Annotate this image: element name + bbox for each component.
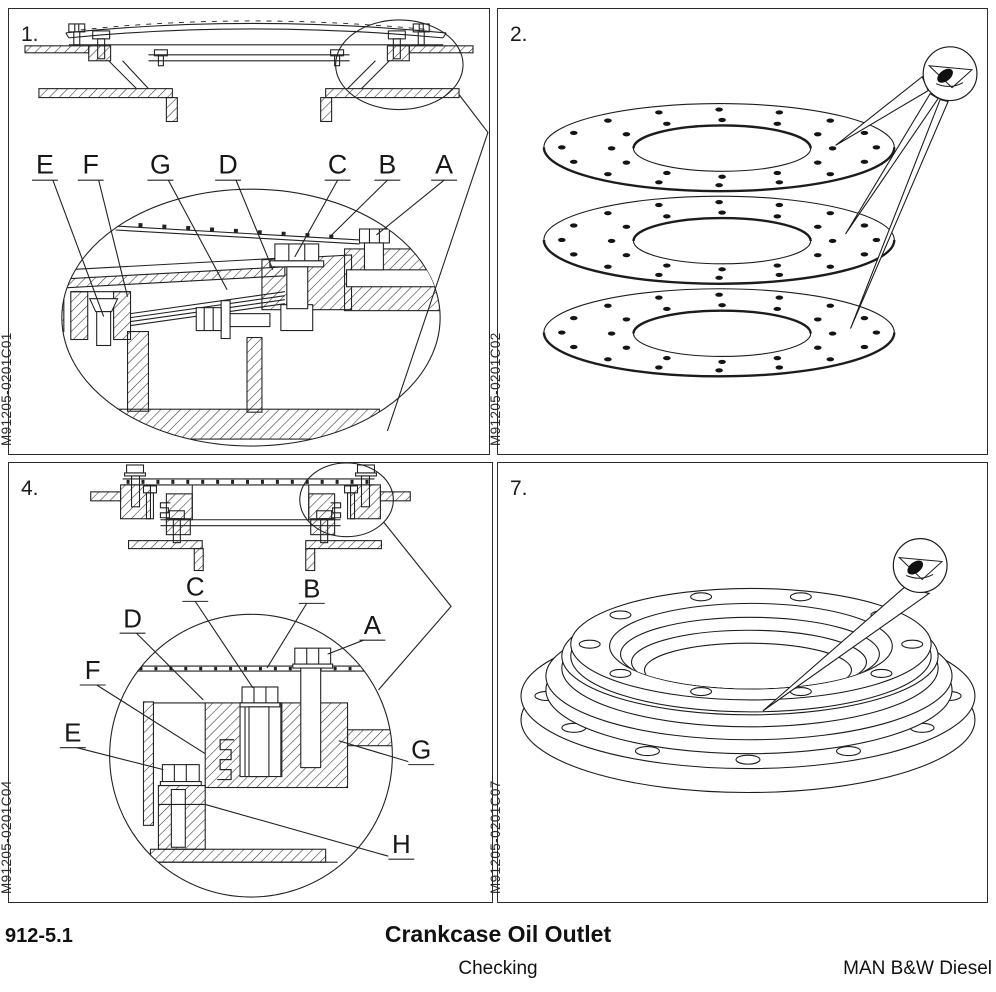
figure-code: M91205-0201C01 bbox=[0, 332, 14, 446]
cross-section-overview bbox=[24, 19, 489, 432]
gasket-top bbox=[542, 102, 896, 193]
gasket-middle bbox=[542, 194, 896, 285]
part-label: G bbox=[411, 737, 431, 765]
part-label: E bbox=[36, 149, 54, 179]
figure-code: M91205-0201C02 bbox=[488, 332, 503, 446]
detail-leader-line bbox=[386, 94, 489, 432]
panel-figure-1: E F G D C B A 1. M91205-0201C01 bbox=[0, 8, 490, 455]
document-number: 912-5.1 bbox=[5, 925, 73, 947]
sight-lines bbox=[835, 75, 949, 329]
page-title: Crankcase Oil Outlet bbox=[384, 921, 612, 947]
label-leader-lines bbox=[59, 600, 435, 860]
part-labels: E F G D C B A bbox=[36, 149, 453, 179]
part-label: E bbox=[64, 720, 81, 748]
part-label: B bbox=[378, 149, 396, 179]
part-label: G bbox=[150, 149, 171, 179]
gaskets-drawing bbox=[542, 46, 978, 378]
crankcase-cover-section-drawing: E F G D C B A bbox=[24, 19, 489, 447]
brand-name: MAN B&W Diesel bbox=[843, 958, 992, 979]
part-label: H bbox=[392, 831, 411, 859]
part-label: D bbox=[218, 149, 237, 179]
figure-code: M91205-0201C04 bbox=[0, 780, 14, 894]
detail-view-content bbox=[128, 647, 393, 863]
panel-figure-4: C B A D F E G H 4. M91205-0201C04 bbox=[0, 462, 493, 903]
cross-section-overview bbox=[90, 463, 452, 691]
figure-number: 7. bbox=[510, 477, 528, 500]
detail-leader-line bbox=[378, 521, 452, 691]
part-labels: C B A D F E G H bbox=[64, 573, 431, 859]
oil-outlet-section-drawing: C B A D F E G H bbox=[59, 463, 452, 898]
part-label: A bbox=[435, 149, 453, 179]
part-label: D bbox=[123, 605, 142, 633]
part-label: C bbox=[328, 149, 347, 179]
figure-code: M91205-0201C07 bbox=[488, 780, 503, 894]
part-label: A bbox=[364, 612, 382, 640]
panel-figure-7: 7. M91205-0201C07 bbox=[488, 462, 988, 903]
part-label: C bbox=[186, 573, 205, 601]
flange-stack-drawing bbox=[520, 538, 976, 794]
part-label: F bbox=[85, 657, 101, 685]
visual-check-eye-icon bbox=[922, 46, 978, 102]
part-label: B bbox=[303, 575, 320, 603]
figure-number: 1. bbox=[21, 23, 39, 46]
label-leader-lines bbox=[31, 179, 458, 317]
page-subtitle: Checking bbox=[458, 958, 538, 979]
part-label: F bbox=[83, 149, 99, 179]
figure-number: 4. bbox=[21, 477, 39, 500]
detail-callout-circle bbox=[335, 19, 464, 111]
detail-view-content bbox=[61, 223, 441, 440]
detail-callout-circle bbox=[299, 463, 394, 538]
gasket-bottom bbox=[542, 287, 896, 378]
flange-stack bbox=[520, 587, 976, 794]
visual-check-eye-icon bbox=[892, 538, 948, 594]
figure-number: 2. bbox=[510, 23, 528, 46]
panel-figure-2: 2. M91205-0201C02 bbox=[488, 8, 988, 455]
